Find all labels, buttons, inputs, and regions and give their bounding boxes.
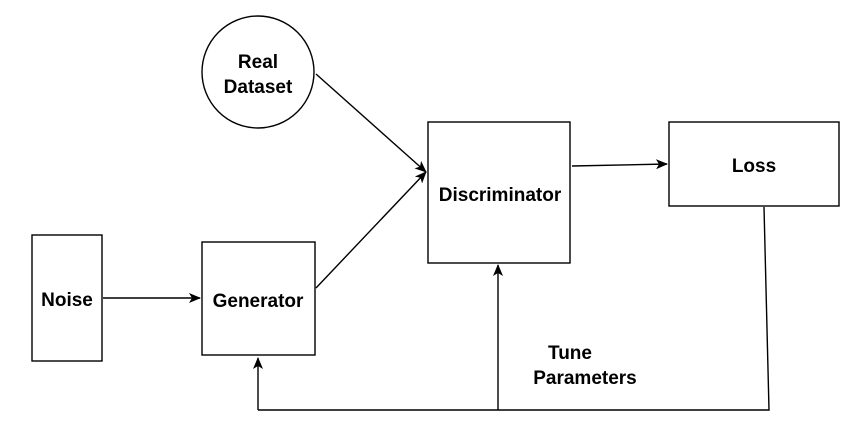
edge-loss-feedback-line <box>258 206 770 411</box>
annotation-tune-label-line1: Tune <box>548 343 592 364</box>
node-generator: Generator <box>201 241 316 356</box>
annotation-tune-parameters: Tune Parameters <box>533 343 637 389</box>
annotation-tune-label-line2: Parameters <box>533 368 637 389</box>
edge-generator-to-discriminator <box>315 171 427 289</box>
node-real-dataset-label-line1: Real <box>238 52 278 73</box>
edge-real-dataset-to-discriminator <box>315 73 427 173</box>
node-real-dataset: Real Dataset <box>201 15 315 129</box>
node-loss-label: Loss <box>732 156 776 177</box>
node-generator-label: Generator <box>213 291 304 312</box>
node-discriminator-label: Discriminator <box>439 185 562 206</box>
node-loss: Loss <box>668 121 840 207</box>
node-noise-label: Noise <box>41 290 93 311</box>
node-discriminator: Discriminator <box>427 121 571 264</box>
node-real-dataset-label-line2: Dataset <box>224 77 293 98</box>
edge-discriminator-to-loss <box>571 159 668 170</box>
node-noise: Noise <box>31 234 103 362</box>
